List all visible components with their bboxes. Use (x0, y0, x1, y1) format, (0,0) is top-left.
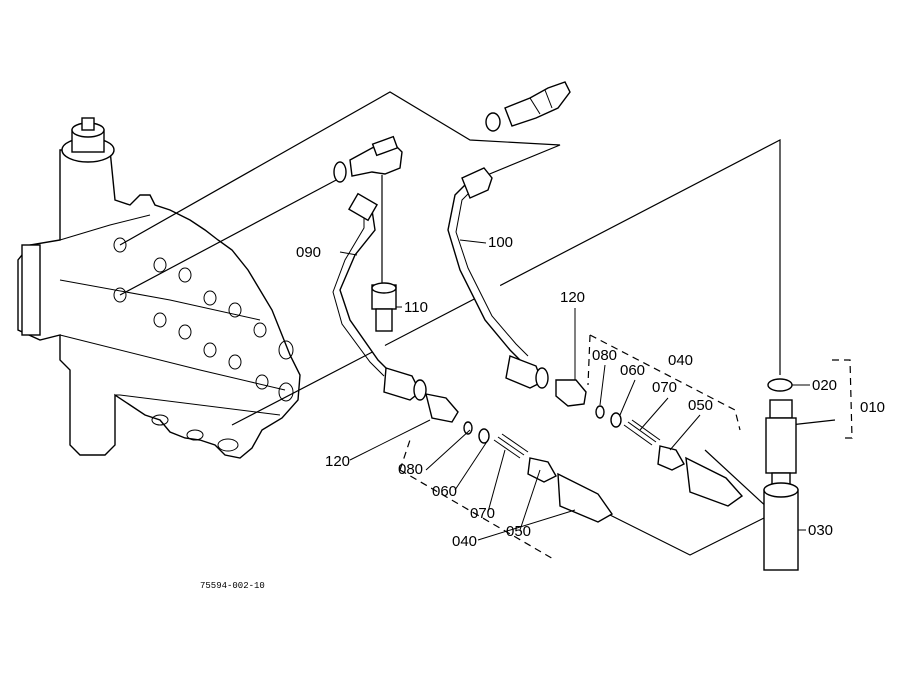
top-relief-fitting (485, 81, 571, 132)
relief-assembly-010 (763, 359, 853, 571)
label-040-left: 040 (452, 533, 477, 550)
label-110: 110 (404, 299, 428, 316)
lower-valve-group (399, 393, 614, 561)
label-050-left: 050 (506, 523, 531, 540)
upper-valve-group (555, 334, 744, 507)
label-010: 010 (860, 399, 885, 416)
label-040-right: 040 (668, 352, 693, 369)
label-080-right: 080 (592, 347, 617, 364)
label-090: 090 (296, 244, 321, 261)
label-050-right: 050 (688, 397, 713, 414)
label-030: 030 (808, 522, 833, 539)
reference-code: 75594-002-10 (200, 581, 265, 591)
label-070-left: 070 (470, 505, 495, 522)
label-070-right: 070 (652, 379, 677, 396)
label-020: 020 (812, 377, 837, 394)
leader-lines (119, 91, 836, 556)
label-080-left: 080 (398, 461, 423, 478)
elbow-fitting (333, 135, 403, 183)
pipe-100 (447, 167, 549, 389)
label-060-right: 060 (620, 362, 645, 379)
adapter-110 (371, 282, 397, 332)
label-060-left: 060 (432, 483, 457, 500)
label-leaders (339, 239, 810, 541)
label-120-top: 120 (560, 289, 585, 306)
label-120-left: 120 (325, 453, 350, 470)
part-labels: 020 010 030 040 050 060 070 080 120 100 … (296, 234, 885, 550)
control-valve-body (17, 117, 301, 459)
label-100: 100 (488, 234, 513, 251)
